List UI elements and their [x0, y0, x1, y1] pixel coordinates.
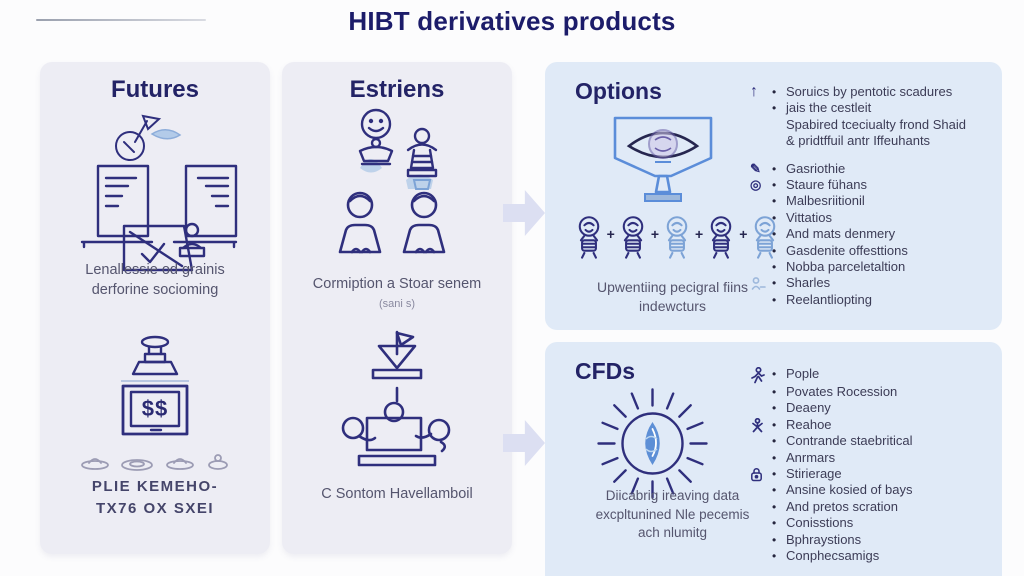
- panel-cfds: CFDs Diicabrig ireaving data excpltunine…: [545, 342, 1002, 576]
- bullet-dot: [772, 193, 786, 209]
- bullet-dot: [772, 499, 786, 515]
- panel-estriens: Estriens: [282, 62, 512, 554]
- page-title: HIBT derivatives products: [348, 6, 676, 36]
- list-item: Anrmars: [750, 450, 1000, 466]
- list-item: Contrande staebritical: [750, 433, 1000, 449]
- tablet-dollar-label: $$: [141, 396, 169, 421]
- options-caption: Upwentiing pecigral fiins indewcturs: [597, 279, 748, 315]
- list-item: jais the cestleit: [750, 100, 1000, 116]
- list-item: And pretos scration: [750, 499, 1000, 515]
- bullet-dot: [772, 515, 786, 531]
- idea-bulb-icon: [666, 216, 688, 259]
- futures-caption: Lenallessie od grainis derforine sociomi…: [85, 262, 225, 298]
- hat-glyph-row-icon: [81, 454, 228, 471]
- list-item: ↑ Soruics by pentotic scadures: [750, 84, 1000, 100]
- bullet-dot: [772, 243, 786, 259]
- monitor-eye-icon: [613, 116, 713, 202]
- list-item: Spabired tceciualty frond Shaid: [786, 116, 966, 132]
- bullet-dot: [772, 226, 786, 242]
- bullet-dot: [772, 417, 786, 433]
- list-item: Deaeny: [750, 400, 1000, 416]
- panel-options: Options +: [545, 62, 1002, 330]
- decorative-line: [36, 19, 206, 21]
- bullet-dot: [772, 259, 786, 275]
- stamp-tablet-icon: [121, 335, 189, 436]
- estriens-caption-sub: (sani s): [378, 298, 416, 310]
- jumper-icon: [750, 417, 772, 433]
- plus-sign: +: [650, 226, 659, 242]
- bullet-dot: [772, 177, 786, 193]
- cfds-title: CFDs: [575, 358, 636, 384]
- estriens-title: Estriens: [349, 76, 445, 103]
- bullet-dot: [772, 384, 786, 400]
- pencil-icon: ✎: [750, 160, 761, 176]
- target-icon: ◎: [750, 177, 762, 193]
- arrow-up-icon: ↑: [750, 83, 758, 100]
- list-item: Pople: [750, 366, 1000, 384]
- list-item: Conisstions: [750, 515, 1000, 531]
- bullet-dot: [772, 161, 786, 177]
- futures-title: Futures: [110, 76, 199, 103]
- lock-icon: [750, 466, 772, 482]
- futures-glyph-caption: PLIE KEMEHO- TX76 OX SXEI: [91, 478, 219, 517]
- bullet-dot: [772, 84, 786, 100]
- plus-sign: +: [739, 226, 748, 242]
- list-item: Malbesriitionil: [750, 193, 1000, 209]
- list-item: Vittatios: [750, 210, 1000, 226]
- person-desk-icon: [750, 275, 772, 291]
- chess-pieces-icon: [358, 108, 438, 190]
- traders-at-laptops-icon: [338, 191, 446, 254]
- cfds-bullet-list: Pople Povates Rocession Deaeny: [750, 366, 1000, 564]
- list-item: Povates Rocession: [750, 384, 1000, 400]
- bullet-dot: [772, 482, 786, 498]
- plus-sign: +: [695, 226, 704, 242]
- cfds-caption: Diicabrig ireaving data excpltunined Nle…: [595, 488, 750, 541]
- runner-icon: [750, 366, 772, 384]
- list-item: Ansine kosied of bays: [750, 482, 1000, 498]
- idea-bulb-icon: [578, 216, 599, 259]
- list-item: ✎ Gasriothie: [750, 161, 1000, 177]
- estriens-caption-2: C Sontom Havellamboil: [321, 486, 473, 502]
- bullet-dot: [772, 366, 786, 382]
- options-title: Options: [575, 78, 662, 104]
- estriens-caption: Cormiption a Stoar senem (sani s): [282, 274, 512, 312]
- list-item: ◎ Staure fühans: [750, 177, 1000, 193]
- bullet-dot: [772, 275, 786, 291]
- plus-sign: +: [606, 226, 615, 242]
- list-item: Nobba parceletaltion: [750, 259, 1000, 275]
- contracts-signing-icon: [80, 164, 238, 272]
- list-item: Gasdenite offesttions: [750, 243, 1000, 259]
- bullet-dot: [772, 450, 786, 466]
- bullet-dot: [772, 548, 786, 564]
- list-item: Sharles: [750, 275, 1000, 291]
- bullet-dot: [772, 466, 786, 482]
- idea-bulb-icon: [622, 216, 644, 259]
- options-bullet-list: ↑ Soruics by pentotic scadures jais the …: [750, 84, 1000, 308]
- list-item: Bphraystions: [750, 532, 1000, 548]
- sunburst-leaf-icon: [597, 388, 708, 499]
- bullet-dot: [772, 433, 786, 449]
- idea-bulb-icon: [710, 216, 732, 259]
- list-item: And mats denmery: [750, 226, 1000, 242]
- bullet-dot: [772, 532, 786, 548]
- bullet-dot: [772, 100, 786, 116]
- list-item: Reelantliopting: [750, 292, 1000, 308]
- bullet-dot: [772, 292, 786, 308]
- award-team-icon: [341, 330, 451, 467]
- list-item: Stirierage: [750, 466, 1000, 482]
- list-item: Conphecsamigs: [750, 548, 1000, 564]
- panel-futures: Futures: [40, 62, 270, 554]
- bullet-dot: [772, 210, 786, 226]
- bullet-dot: [772, 400, 786, 416]
- list-item: Reahoe: [750, 417, 1000, 433]
- list-item: & pridtffuil antr Iffeuhants: [786, 133, 931, 149]
- quill-icon: [115, 114, 182, 161]
